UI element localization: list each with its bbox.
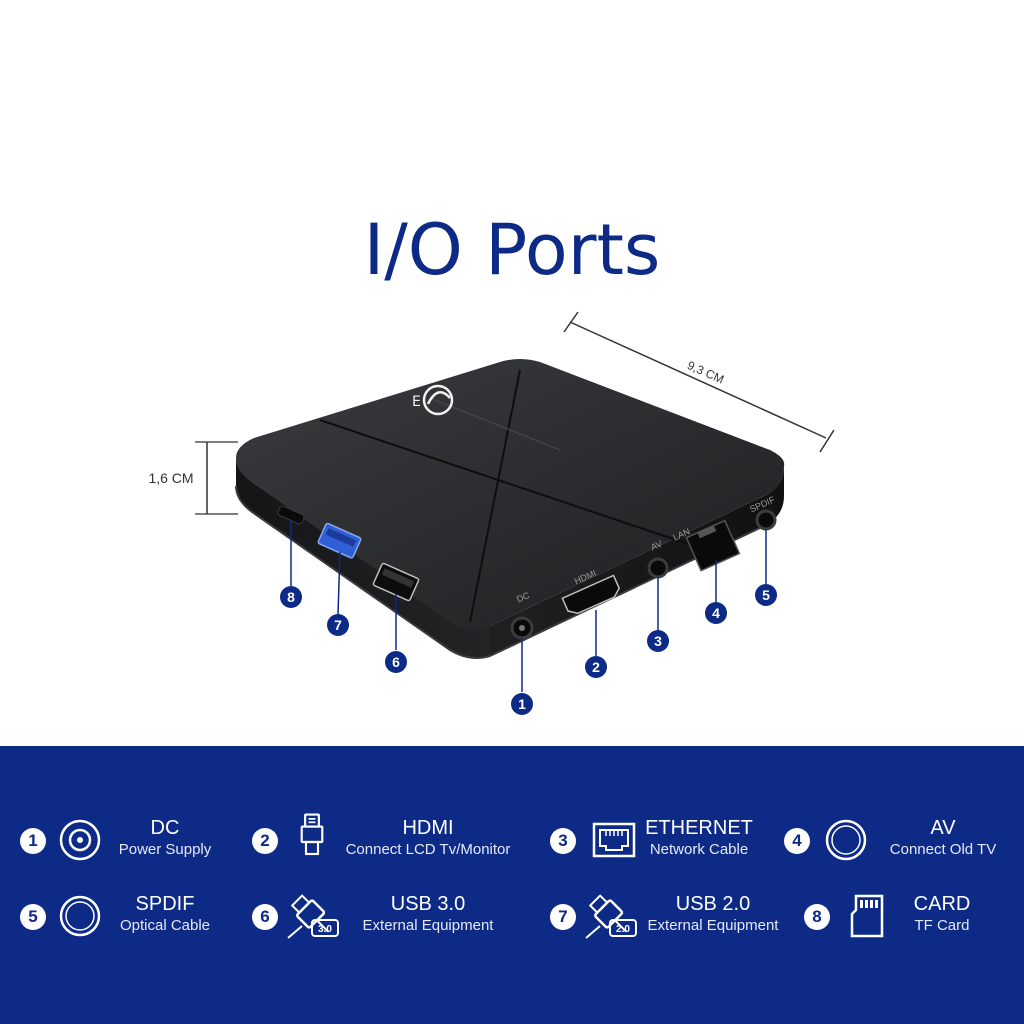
av-port bbox=[647, 557, 669, 579]
legend-item-usb2: 7 2.0 USB 2.0 External Equipment bbox=[550, 888, 790, 948]
callout-6: 6 bbox=[385, 651, 407, 673]
svg-text:3.0: 3.0 bbox=[318, 924, 332, 935]
av-port-icon bbox=[825, 819, 867, 861]
callouts bbox=[290, 520, 767, 692]
callout-7: 7 bbox=[327, 614, 349, 636]
legend-item-card: 8 CARD TF Card bbox=[804, 888, 1004, 948]
svg-text:5: 5 bbox=[762, 587, 770, 603]
svg-text:3: 3 bbox=[654, 633, 662, 649]
legend-number: 4 bbox=[784, 828, 810, 854]
dc-port-icon bbox=[59, 819, 101, 861]
page-title: I/O Ports bbox=[363, 209, 661, 291]
svg-text:1: 1 bbox=[518, 696, 526, 712]
hdmi-port bbox=[561, 574, 621, 615]
legend-number: 3 bbox=[550, 828, 576, 854]
legend-name: ETHERNET bbox=[645, 817, 753, 839]
legend-name: AV bbox=[930, 817, 956, 839]
legend-number: 1 bbox=[20, 828, 46, 854]
tv-box: E bbox=[235, 359, 785, 659]
ethernet-port-icon bbox=[592, 822, 636, 858]
legend-desc: External Equipment bbox=[647, 917, 779, 934]
legend-item-ethernet: 3 ETHERNET Network Cable bbox=[550, 812, 770, 872]
callout-8: 8 bbox=[280, 586, 302, 608]
brand-logo-icon: E bbox=[412, 384, 454, 416]
legend-name: DC bbox=[150, 817, 180, 839]
height-dimension: 1,6 CM bbox=[148, 441, 238, 515]
legend-name: SPDIF bbox=[135, 893, 195, 915]
legend-item-hdmi: 2 HDMI Connect LCD Tv/Monitor bbox=[252, 812, 532, 872]
legend-desc: Network Cable bbox=[649, 841, 749, 858]
usb-plug-icon: 2.0 bbox=[585, 894, 637, 939]
svg-text:8: 8 bbox=[287, 589, 295, 605]
usb-plug-icon: 3.0 bbox=[287, 894, 339, 939]
callout-4: 4 bbox=[705, 602, 727, 624]
svg-text:4: 4 bbox=[712, 605, 720, 621]
sd-card-icon bbox=[850, 894, 884, 938]
callout-markers: 8 7 6 1 2 3 4 5 bbox=[280, 584, 777, 715]
length-label: 9,3 CM bbox=[685, 358, 726, 387]
ports bbox=[277, 505, 420, 602]
tf-card-slot bbox=[277, 505, 305, 525]
svg-text:2.0: 2.0 bbox=[616, 924, 630, 935]
svg-text:7: 7 bbox=[334, 617, 342, 633]
legend-desc: Connect Old TV bbox=[889, 841, 997, 858]
svg-text:6: 6 bbox=[392, 654, 400, 670]
legend-desc: Optical Cable bbox=[119, 917, 211, 934]
height-label: 1,6 CM bbox=[148, 470, 193, 486]
legend-item-usb3: 6 3.0 USB 3.0 External Equipment bbox=[252, 888, 512, 948]
hdmi-plug-icon bbox=[300, 813, 324, 856]
svg-text:AV: AV bbox=[649, 539, 663, 553]
legend-name: USB 2.0 bbox=[675, 893, 751, 915]
legend-number: 7 bbox=[550, 904, 576, 930]
legend-desc: External Equipment bbox=[362, 917, 494, 934]
legend-name: HDMI bbox=[402, 817, 454, 839]
callout-1: 1 bbox=[511, 693, 533, 715]
legend-desc: TF Card bbox=[914, 917, 970, 934]
device-illustration: 9,3 CM 1,6 CM E bbox=[148, 311, 835, 715]
legend-desc: Power Supply bbox=[118, 841, 212, 858]
legend-number: 8 bbox=[804, 904, 830, 930]
port-legend-panel: 1 DC Power Supply 2 HDMI Connect LCD Tv/… bbox=[0, 746, 1024, 1024]
callout-2: 2 bbox=[585, 656, 607, 678]
legend-number: 6 bbox=[252, 904, 278, 930]
spdif-port bbox=[755, 509, 777, 531]
legend-name: CARD bbox=[913, 893, 971, 915]
legend-item-av: 4 AV Connect Old TV bbox=[784, 812, 1008, 872]
legend-number: 2 bbox=[252, 828, 278, 854]
legend-item-dc: 1 DC Power Supply bbox=[20, 812, 230, 872]
legend-number: 5 bbox=[20, 904, 46, 930]
legend-desc: Connect LCD Tv/Monitor bbox=[345, 841, 511, 858]
legend-item-spdif: 5 SPDIF Optical Cable bbox=[20, 888, 230, 948]
spdif-port-icon bbox=[59, 895, 101, 937]
callout-5: 5 bbox=[755, 584, 777, 606]
legend-name: USB 3.0 bbox=[390, 893, 466, 915]
callout-3: 3 bbox=[647, 630, 669, 652]
svg-text:E: E bbox=[412, 394, 421, 410]
svg-text:2: 2 bbox=[592, 659, 600, 675]
